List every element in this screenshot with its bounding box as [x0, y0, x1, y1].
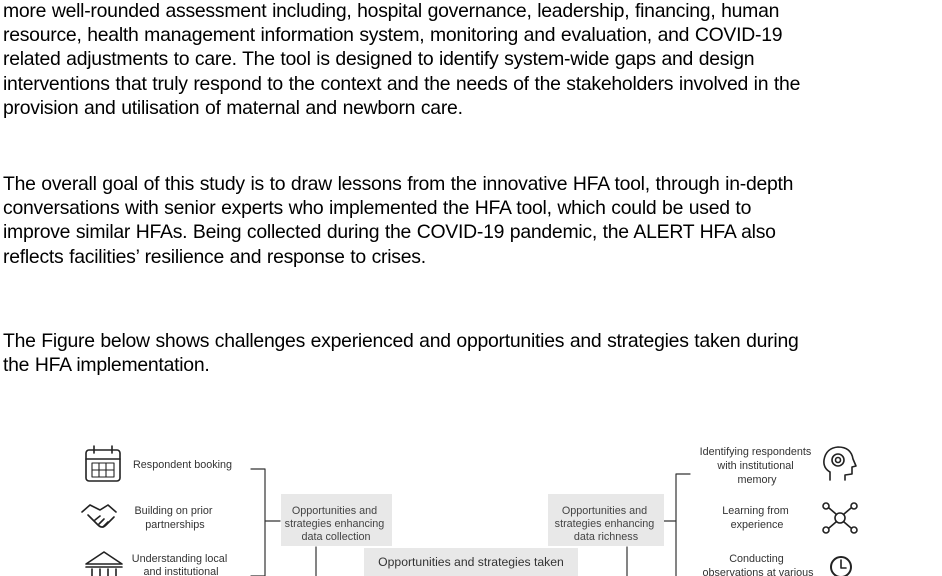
text-line: more well-rounded assessment including, … — [3, 0, 780, 22]
text-line: interventions that truly respond to the … — [3, 72, 801, 95]
head-brain-icon — [823, 446, 857, 481]
right-bracket — [675, 473, 691, 576]
text-line: resource, health management information … — [3, 24, 783, 47]
text-line: reflects facilities’ resilience and resp… — [3, 245, 426, 268]
paragraph-1: more well-rounded assessment including, … — [3, 0, 939, 120]
left-box — [281, 494, 392, 546]
text-line: improve similar HFAs. Being collected du… — [3, 221, 776, 244]
left-box-label: Opportunities and strategies enhancing d… — [285, 505, 388, 543]
left-item-label: Understanding local and institutional — [132, 553, 230, 576]
clock-icon — [830, 556, 852, 576]
text-line: The overall goal of this study is to dra… — [3, 173, 794, 195]
paragraph-2: The overall goal of this study is to dra… — [3, 172, 939, 269]
text-line: related adjustments to care. The tool is… — [3, 48, 755, 71]
left-bracket — [250, 468, 266, 576]
right-item-label: Conducting observations at various — [702, 553, 814, 576]
left-item-label: Building on prior partnerships — [134, 505, 215, 531]
right-item-label: Identifying respondents with institution… — [700, 446, 815, 486]
text-line: conversations with senior experts who im… — [3, 197, 752, 220]
center-box — [364, 548, 578, 576]
calendar-icon — [85, 445, 121, 482]
right-item-label: Learning from experience — [722, 505, 792, 531]
text-line: The Figure below shows challenges experi… — [3, 330, 799, 352]
institution-icon — [85, 551, 123, 576]
handshake-icon — [81, 504, 117, 528]
center-box-label: Opportunities and strategies taken — [378, 555, 564, 569]
paragraph-3: The Figure below shows challenges experi… — [3, 329, 939, 377]
left-item-label: Respondent booking — [133, 459, 232, 471]
text-line: provision and utilisation of maternal an… — [3, 96, 463, 119]
right-box-label: Opportunities and strategies enhancing d… — [555, 505, 658, 543]
text-line: the HFA implementation. — [3, 354, 210, 377]
right-box — [548, 494, 664, 546]
network-icon — [822, 502, 858, 534]
